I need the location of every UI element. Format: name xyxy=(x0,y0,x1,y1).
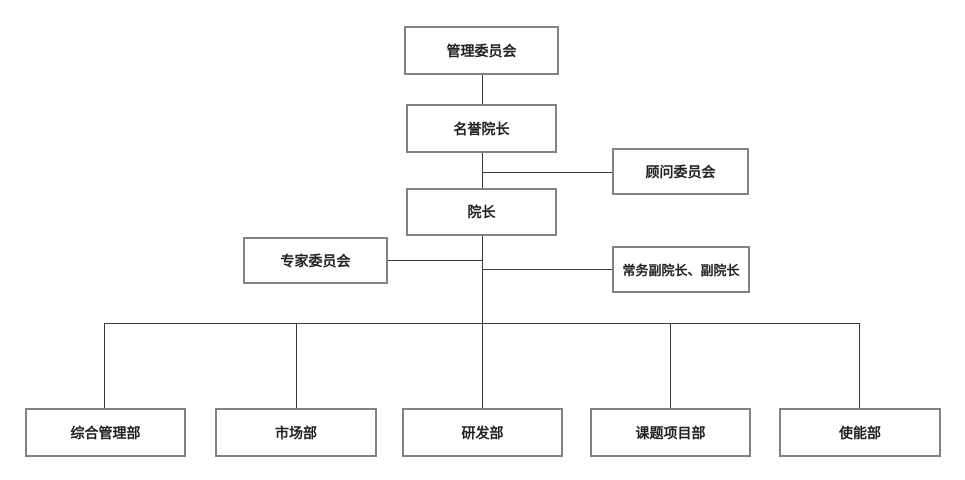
department-label: 综合管理部 xyxy=(70,425,141,442)
management-committee-box: 管理委员会 xyxy=(404,26,559,75)
advisory-committee-box: 顾问委员会 xyxy=(612,148,749,195)
expert-committee-box: 专家委员会 xyxy=(243,237,388,284)
connector-dept-4 xyxy=(670,323,671,408)
advisory-committee-label: 顾问委员会 xyxy=(645,164,716,181)
connector-vice-president-branch xyxy=(482,269,613,270)
connector-dept-1 xyxy=(104,323,105,408)
honorary-president-box: 名誉院长 xyxy=(406,104,557,153)
department-box-research: 研发部 xyxy=(402,408,563,457)
department-label: 市场部 xyxy=(275,425,317,442)
department-box-projects: 课题项目部 xyxy=(590,408,751,457)
department-label: 使能部 xyxy=(839,425,881,442)
connector-president-to-departments xyxy=(482,235,483,324)
connector-dept-2 xyxy=(296,323,297,408)
department-box-general-management: 综合管理部 xyxy=(25,408,186,457)
department-box-marketing: 市场部 xyxy=(215,408,377,457)
president-box: 院长 xyxy=(406,188,557,236)
department-label: 课题项目部 xyxy=(635,425,706,442)
connector-management-to-honorary xyxy=(482,74,483,104)
connector-honorary-to-president xyxy=(482,152,483,188)
department-box-enablement: 使能部 xyxy=(779,408,941,457)
department-label: 研发部 xyxy=(461,425,504,442)
connector-dept-3 xyxy=(482,323,483,408)
honorary-president-label: 名誉院长 xyxy=(453,121,510,138)
connector-advisory-branch xyxy=(482,172,613,173)
expert-committee-label: 专家委员会 xyxy=(280,253,351,270)
president-label: 院长 xyxy=(467,205,496,221)
vice-presidents-label: 常务副院长、副院长 xyxy=(622,264,740,279)
vice-presidents-box: 常务副院长、副院长 xyxy=(612,246,750,293)
connector-expert-branch xyxy=(388,260,483,261)
connector-dept-5 xyxy=(859,323,860,408)
management-committee-label: 管理委员会 xyxy=(446,43,517,60)
